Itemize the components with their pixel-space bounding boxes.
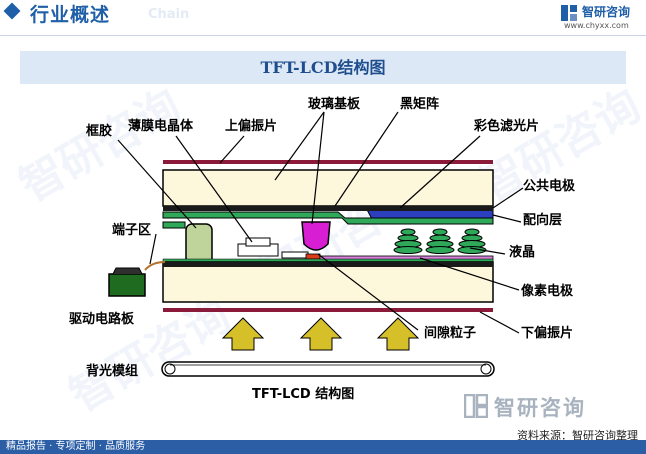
brand-name: 智研咨询 bbox=[582, 5, 631, 19]
header-rule bbox=[0, 35, 646, 36]
label-frame-glue: 框胶 bbox=[86, 123, 112, 139]
bottom-brand-logo: 智研咨询 bbox=[464, 394, 634, 420]
diagram-title: TFT-LCD结构图 bbox=[260, 58, 386, 77]
section-subtitle: Chain bbox=[148, 7, 190, 22]
section-title: 行业概述 bbox=[30, 4, 111, 26]
liquid-crystal-molecules bbox=[393, 228, 487, 254]
brand-mark-icon bbox=[561, 5, 577, 21]
bottom-brand-name: 智研咨询 bbox=[494, 396, 586, 420]
upper-polarizer-layer bbox=[163, 160, 493, 164]
label-lower-polarizer: 下偏振片 bbox=[521, 325, 573, 341]
alignment-layer-bottom bbox=[162, 221, 186, 229]
label-terminal-area: 端子区 bbox=[112, 222, 151, 238]
common-electrode-layer bbox=[163, 206, 493, 211]
label-black-matrix: 黑矩阵 bbox=[400, 96, 439, 112]
label-spacer: 间隙粒子 bbox=[424, 325, 476, 341]
footer-bar: 精品报告 · 专项定制 · 品质服务 bbox=[0, 440, 646, 454]
lower-glass-substrate bbox=[162, 261, 494, 303]
brand-logo: 智研咨询 www.chyxx.com bbox=[560, 2, 640, 32]
label-backlight-module: 背光模组 bbox=[86, 363, 138, 379]
flex-connector bbox=[144, 261, 166, 271]
label-color-filter: 彩色滤光片 bbox=[473, 118, 539, 134]
brand-mark-icon bbox=[464, 394, 488, 418]
label-pixel-electrode: 像素电极 bbox=[521, 283, 574, 299]
leader-lines bbox=[117, 111, 524, 334]
alignment-layer-top bbox=[162, 211, 494, 225]
frame-glue-pillar bbox=[185, 223, 213, 265]
label-thin-film-transistor: 薄膜电晶体 bbox=[128, 118, 194, 134]
diamond-icon bbox=[3, 2, 21, 20]
label-common-electrode: 公共电极 bbox=[523, 178, 576, 194]
footer-slogan: 精品报告 · 专项定制 · 品质服务 bbox=[6, 441, 146, 452]
label-upper-polarizer: 上偏振片 bbox=[225, 118, 277, 134]
tft-lcd-diagram: 框胶 薄膜电晶体 上偏振片 玻璃基板 黑矩阵 彩色滤光片 公共电极 配向层 端子… bbox=[69, 96, 576, 402]
label-glass-substrate: 玻璃基板 bbox=[308, 96, 361, 112]
drive-circuit-board bbox=[108, 273, 146, 297]
label-alignment-layer: 配向层 bbox=[523, 212, 562, 228]
label-drive-circuit-board: 驱动电路板 bbox=[69, 311, 135, 327]
spacer-particle bbox=[301, 221, 331, 251]
brand-url: www.chyxx.com bbox=[564, 21, 629, 30]
lower-polarizer-layer bbox=[163, 308, 493, 312]
label-liquid-crystal: 液晶 bbox=[509, 244, 535, 260]
diagram-caption: TFT-LCD 结构图 bbox=[252, 386, 354, 402]
backlight-arrows bbox=[221, 317, 420, 351]
upper-glass-substrate bbox=[162, 169, 494, 207]
section-header: 行业概述 Chain 智研咨询 www.chyxx.com bbox=[0, 0, 646, 30]
backlight-module bbox=[161, 361, 495, 377]
source-note: 资料来源：智研咨询整理 bbox=[517, 429, 638, 442]
diagram-title-bar: TFT-LCD结构图 bbox=[20, 51, 626, 84]
